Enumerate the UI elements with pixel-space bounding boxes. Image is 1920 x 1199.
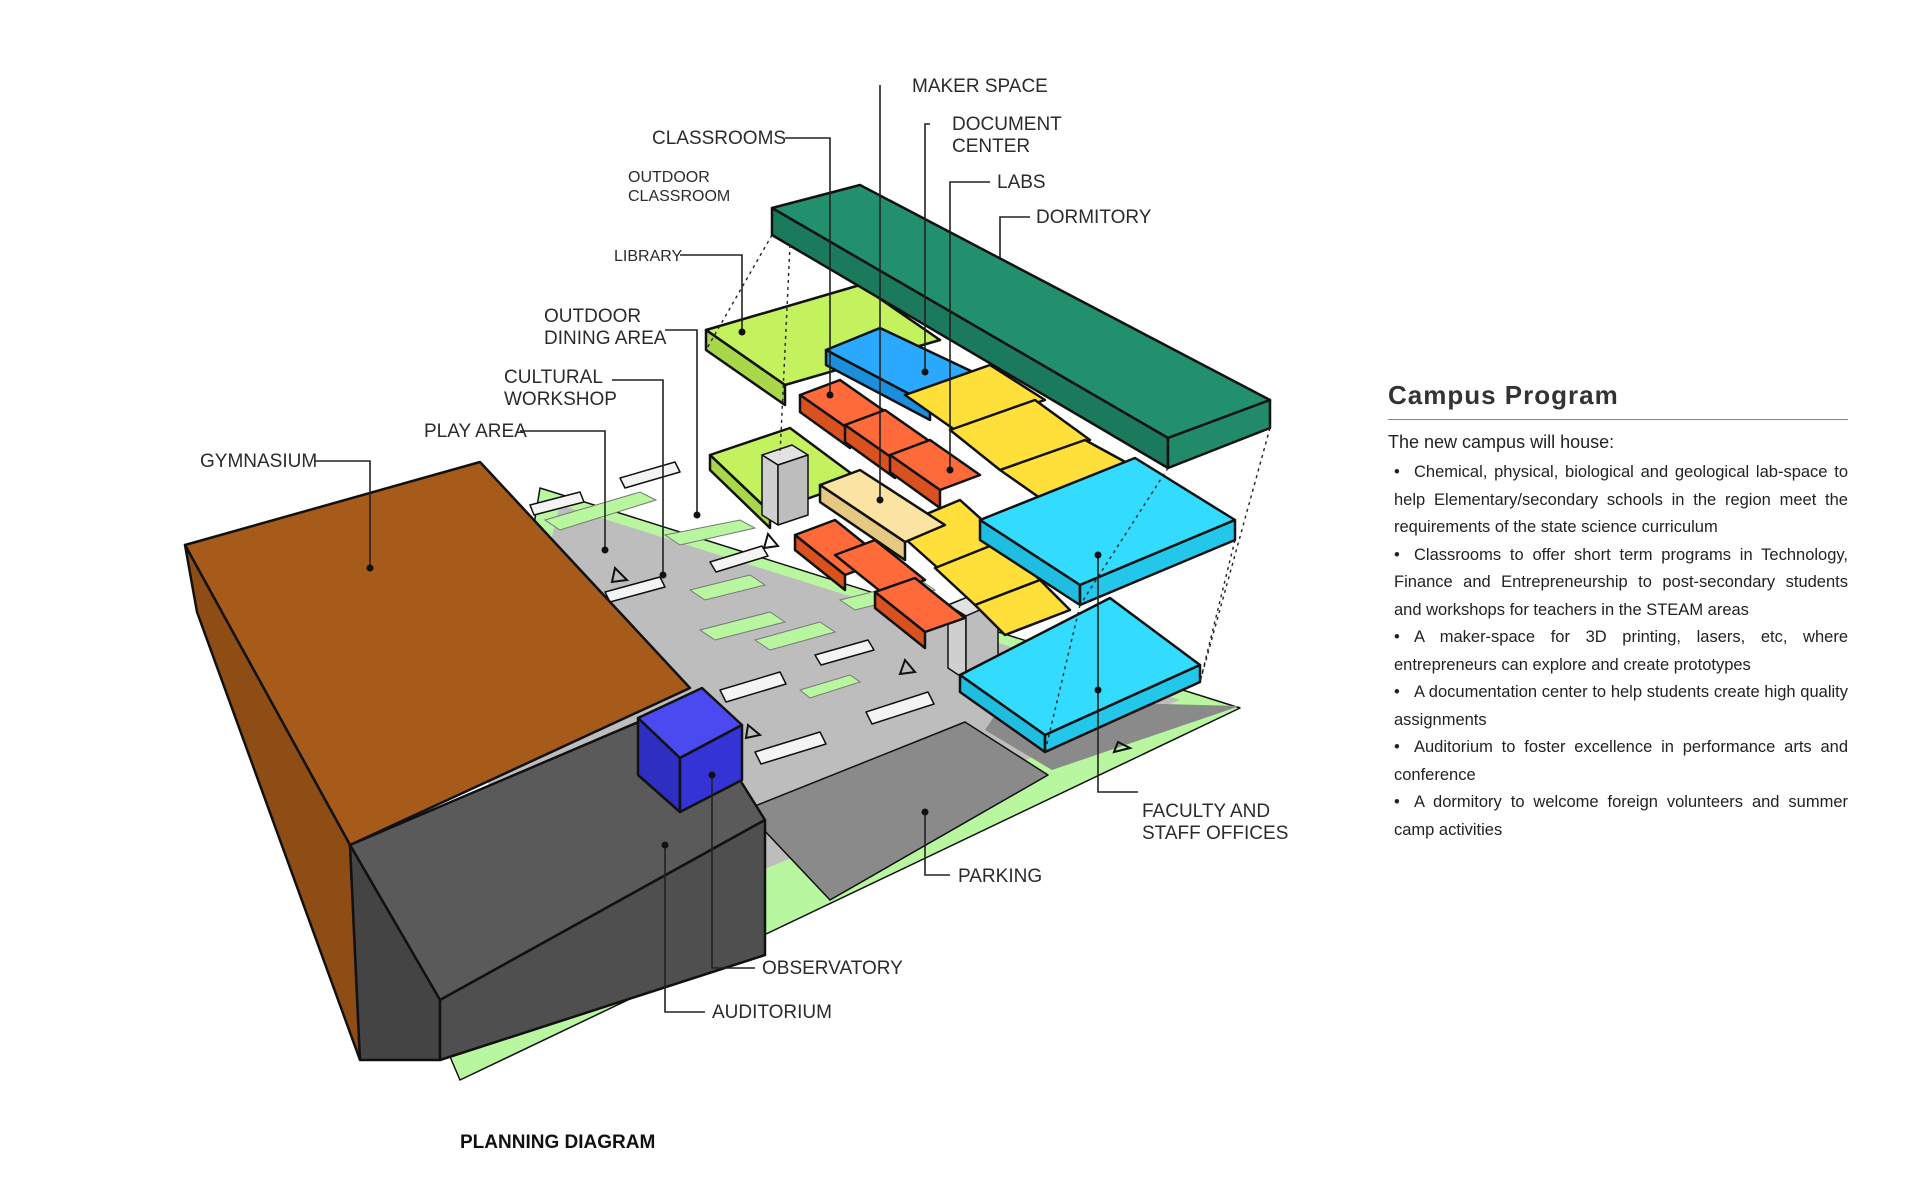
level-2 bbox=[704, 283, 1237, 607]
list-item: •Classrooms to offer short term programs… bbox=[1388, 542, 1848, 625]
list-item-text: A documentation center to help students … bbox=[1394, 683, 1848, 729]
label-cultural-workshop-line1: CULTURAL bbox=[504, 367, 603, 388]
list-item-text: Chemical, physical, biological and geolo… bbox=[1394, 463, 1848, 536]
list-item: •A dormitory to welcome foreign voluntee… bbox=[1388, 789, 1848, 844]
label-library: LIBRARY bbox=[614, 248, 683, 265]
program-list: •Chemical, physical, biological and geol… bbox=[1388, 459, 1848, 844]
list-item: •Chemical, physical, biological and geol… bbox=[1388, 459, 1848, 542]
diagram-labels: MAKER SPACE CLASSROOMS DOCUMENT CENTER O… bbox=[200, 76, 1288, 1153]
bullet-icon: • bbox=[1394, 683, 1400, 701]
bullet-icon: • bbox=[1394, 628, 1400, 646]
list-item-text: Auditorium to foster excellence in perfo… bbox=[1394, 738, 1848, 784]
label-dormitory: DORMITORY bbox=[1036, 207, 1152, 228]
bullet-icon: • bbox=[1394, 545, 1400, 564]
list-item: •Auditorium to foster excellence in perf… bbox=[1388, 734, 1848, 789]
projection-lines bbox=[705, 234, 1271, 753]
leader-dots bbox=[366, 328, 1102, 849]
plaza-benches bbox=[529, 461, 935, 765]
label-faculty-offices-line1: FACULTY AND bbox=[1142, 801, 1270, 822]
label-outdoor-classroom-line1: OUTDOOR bbox=[628, 169, 710, 186]
label-gymnasium: GYMNASIUM bbox=[200, 451, 317, 472]
label-cultural-workshop-line2: WORKSHOP bbox=[504, 389, 617, 410]
level-1 bbox=[793, 498, 1202, 754]
panel-intro: The new campus will house: bbox=[1388, 432, 1615, 452]
label-faculty-offices-line2: STAFF OFFICES bbox=[1142, 823, 1288, 844]
label-classrooms: CLASSROOMS bbox=[652, 128, 786, 149]
diagram-caption: PLANNING DIAGRAM bbox=[460, 1132, 655, 1153]
label-observatory: OBSERVATORY bbox=[762, 958, 903, 979]
dormitory-block bbox=[770, 183, 1272, 470]
list-item-text: Classrooms to offer short term programs … bbox=[1394, 545, 1848, 619]
list-item-text: A maker-space for 3D printing, lasers, e… bbox=[1394, 628, 1848, 674]
list-item: •A maker-space for 3D printing, lasers, … bbox=[1388, 624, 1848, 679]
observatory-block bbox=[636, 686, 744, 814]
list-item-text: A dormitory to welcome foreign volunteer… bbox=[1394, 793, 1848, 839]
label-play-area: PLAY AREA bbox=[424, 421, 527, 442]
label-outdoor-dining-line1: OUTDOOR bbox=[544, 306, 641, 327]
bullet-icon: • bbox=[1394, 793, 1400, 811]
label-outdoor-dining-line2: DINING AREA bbox=[544, 328, 667, 349]
panel-title: Campus Program bbox=[1388, 380, 1848, 420]
bullet-icon: • bbox=[1394, 463, 1400, 481]
label-document-center-line2: CENTER bbox=[952, 136, 1030, 157]
campus-program-panel: Campus Program The new campus will house… bbox=[1388, 380, 1848, 844]
leader-lines bbox=[315, 85, 1138, 1013]
label-labs: LABS bbox=[997, 172, 1046, 193]
entry-markers bbox=[610, 531, 1133, 754]
label-auditorium: AUDITORIUM bbox=[712, 1002, 832, 1023]
label-maker-space: MAKER SPACE bbox=[912, 76, 1048, 97]
label-outdoor-classroom-line2: CLASSROOM bbox=[628, 188, 730, 205]
list-item: •A documentation center to help students… bbox=[1388, 679, 1848, 734]
bullet-icon: • bbox=[1394, 738, 1400, 756]
label-document-center-line1: DOCUMENT bbox=[952, 114, 1062, 135]
label-parking: PARKING bbox=[958, 866, 1042, 887]
plaza-lawns bbox=[543, 491, 937, 699]
